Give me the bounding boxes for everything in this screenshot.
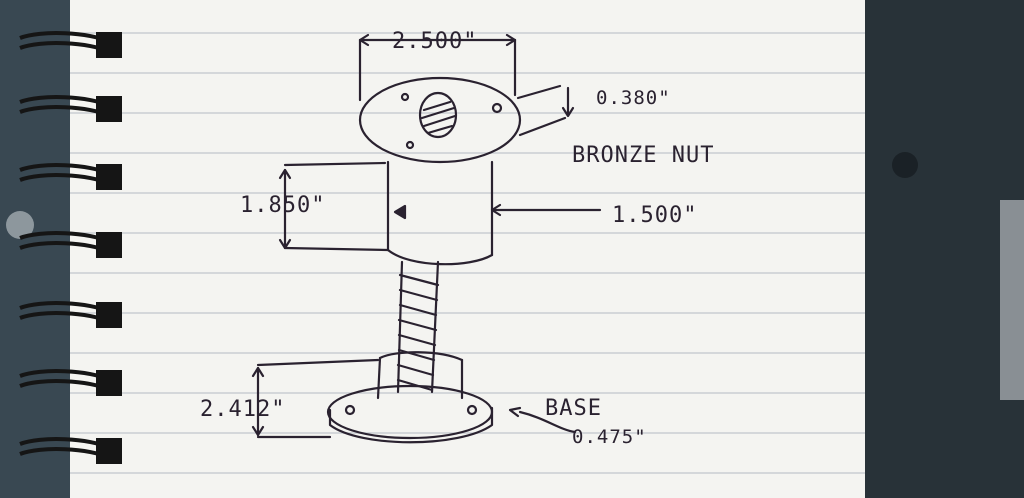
- label-ear-thickness: 0.380": [596, 87, 671, 109]
- label-nut-height: 1.850": [240, 193, 325, 218]
- label-base: BASE: [545, 396, 602, 421]
- nut-drawing: [251, 33, 602, 444]
- desk-left-strip: [0, 0, 70, 498]
- label-nut-diameter: 1.500": [612, 203, 697, 228]
- label-top-width: 2.500": [392, 29, 477, 54]
- label-bronze-nut: BRONZE NUT: [572, 143, 714, 168]
- notebook-paper: [70, 0, 865, 498]
- desk-hole: [892, 152, 918, 178]
- label-base-height: 2.412": [200, 397, 285, 422]
- spiral-binding: [19, 31, 122, 464]
- ruler-edge: [1000, 200, 1024, 400]
- screw-head: [6, 211, 34, 239]
- thread-hole: [418, 91, 458, 139]
- desk-right-panel: [860, 0, 1024, 498]
- flange-oval: [358, 76, 522, 164]
- label-base-thickness: 0.475": [572, 426, 647, 448]
- rule-lines: [70, 32, 865, 474]
